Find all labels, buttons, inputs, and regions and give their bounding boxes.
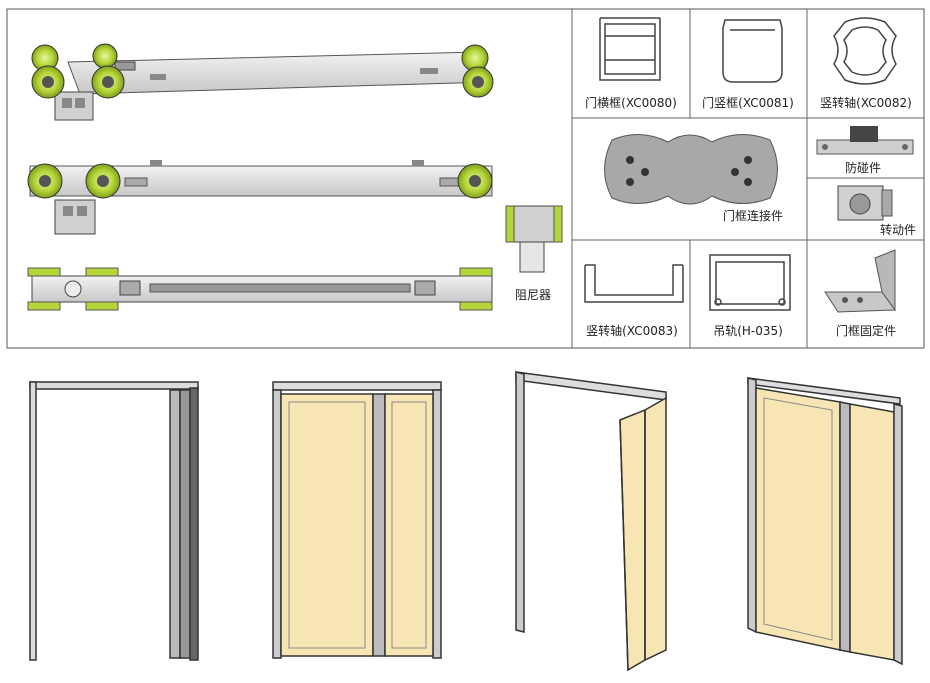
xc0081-profile (722, 19, 783, 83)
parts-grid (571, 9, 924, 348)
rail-profile (709, 254, 791, 311)
xc0082-label: 竖转轴(XC0082) (820, 95, 912, 110)
door-illustration-perspective (747, 377, 903, 666)
door-illustration-half-open (515, 371, 667, 672)
bumper-illustration (816, 126, 914, 155)
xc0083-profile (584, 264, 684, 303)
rotator-label: 转动件 (880, 222, 916, 237)
fixer-label: 门框固定件 (836, 323, 896, 338)
connector-illustration (604, 134, 778, 205)
door-illustration-folded (29, 381, 199, 661)
xc0081-label: 门竖框(XC0081) (702, 95, 794, 110)
fixer-illustration (824, 249, 896, 313)
rotator-illustration (837, 185, 893, 221)
rail-label: 吊轨(H-035) (713, 324, 783, 338)
xc0083-label: 竖转轴(XC0083) (586, 323, 678, 338)
bumper-label: 防碰件 (845, 160, 881, 175)
trolley-assembly-2 (27, 160, 493, 235)
trolley-assembly-top-view (27, 267, 493, 311)
xc0080-profile (599, 17, 661, 81)
damper-label: 阻尼器 (515, 288, 551, 302)
xc0082-profile (833, 17, 897, 85)
trolley-assembly-1 (31, 43, 494, 121)
connector-label: 门框连接件 (723, 208, 783, 223)
xc0080-label: 门横框(XC0080) (585, 95, 677, 110)
damper-illustration (505, 205, 563, 273)
door-illustration-closed (272, 381, 442, 659)
